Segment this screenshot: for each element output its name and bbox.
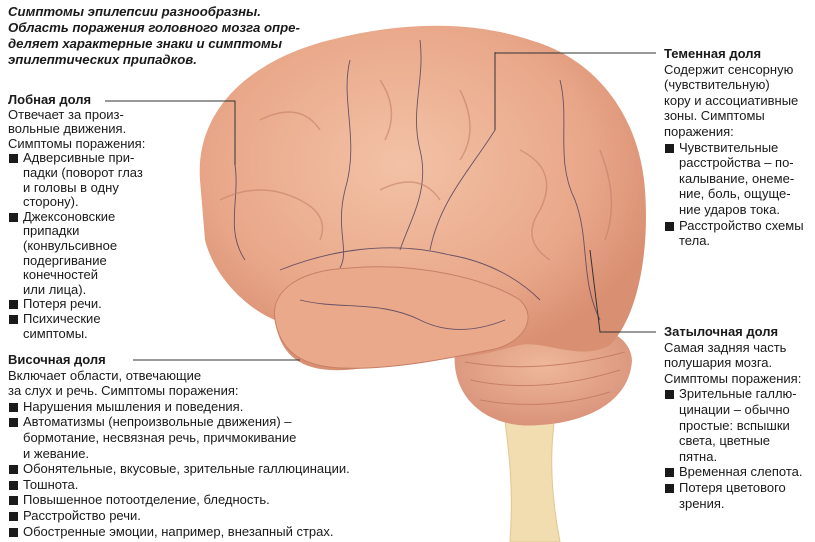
intro-text: Симптомы эпилепсии разнообразны. Область… — [8, 4, 300, 67]
list-item: Потеря цветового зрения. — [664, 480, 814, 511]
bullet-icon — [9, 527, 18, 537]
bullet-icon — [9, 300, 18, 310]
list-item: Обонятельные, вкусовые, зрительные галлю… — [8, 461, 388, 477]
list-item: Психические симптомы. — [8, 311, 238, 341]
list-item: Расстройство схемы тела. — [664, 218, 814, 249]
frontal-lobe-title: Лобная доля — [8, 92, 92, 107]
bullet-icon — [665, 143, 674, 153]
frontal-lobe-symptoms: Адверсивные при- падки (поворот глаз и г… — [8, 151, 238, 341]
list-item: Чувствительные расстройства – по- калыва… — [664, 140, 814, 218]
bullet-icon — [665, 468, 674, 478]
bullet-icon — [9, 496, 18, 506]
bullet-icon — [9, 465, 18, 475]
parietal-lobe-symptoms: Чувствительные расстройства – по- калыва… — [664, 140, 814, 249]
bullet-icon — [665, 221, 674, 231]
bullet-icon — [9, 418, 18, 428]
occipital-leader — [589, 249, 656, 333]
occipital-lobe-block: Затылочная доля Самая задняя часть полуш… — [664, 324, 814, 511]
parietal-lobe-block: Теменная доля Содержит сенсорную (чувств… — [664, 46, 814, 249]
list-item: Адверсивные при- падки (поворот глаз и г… — [8, 151, 238, 209]
bullet-icon — [9, 511, 18, 521]
list-item: Потеря речи. — [8, 297, 238, 312]
temporal-lobe-symptoms: Нарушения мышления и поведения. Автомати… — [8, 399, 388, 539]
frontal-leader — [105, 100, 236, 165]
occipital-lobe-desc: Самая задняя часть полушария мозга. Симп… — [664, 339, 802, 386]
occipital-lobe-symptoms: Зрительные галлю- цинации – обычно прост… — [664, 386, 814, 511]
list-item: Тошнота. — [8, 477, 388, 493]
bullet-icon — [665, 390, 674, 400]
list-item: Временная слепота. — [664, 464, 814, 480]
parietal-leader — [494, 52, 656, 130]
leader-lines — [105, 52, 656, 361]
bullet-icon — [9, 212, 18, 222]
bullet-icon — [665, 483, 674, 493]
bullet-icon — [9, 154, 18, 164]
frontal-lobe-desc: Отвечает за произ- вольные движения. Сим… — [8, 106, 146, 151]
list-item: Нарушения мышления и поведения. — [8, 399, 388, 415]
parietal-lobe-title: Теменная доля — [664, 46, 762, 61]
list-item: Автоматизмы (непроизвольные движения) – … — [8, 414, 388, 461]
temporal-lobe-desc: Включает области, отвечающие за слух и р… — [8, 367, 239, 399]
temporal-lobe-title: Височная доля — [8, 352, 106, 367]
temporal-lobe-block: Височная доля Включает области, отвечающ… — [8, 352, 388, 539]
list-item: Зрительные галлю- цинации – обычно прост… — [664, 386, 814, 464]
list-item: Джексоновские припадки (конвульсивное по… — [8, 209, 238, 298]
parietal-lobe-desc: Содержит сенсорную (чувствительную) кору… — [664, 61, 799, 139]
bullet-icon — [9, 480, 18, 490]
list-item: Повышенное потоотделение, бледность. — [8, 492, 388, 508]
bullet-icon — [9, 402, 18, 412]
frontal-lobe-block: Лобная доля Отвечает за произ- вольные д… — [8, 92, 238, 341]
bullet-icon — [9, 314, 18, 324]
occipital-lobe-title: Затылочная доля — [664, 324, 779, 339]
cerebellum-folia — [464, 351, 626, 405]
list-item: Обостренные эмоции, например, внезапный … — [8, 524, 388, 540]
temporal-lobe — [273, 266, 529, 369]
list-item: Расстройство речи. — [8, 508, 388, 524]
